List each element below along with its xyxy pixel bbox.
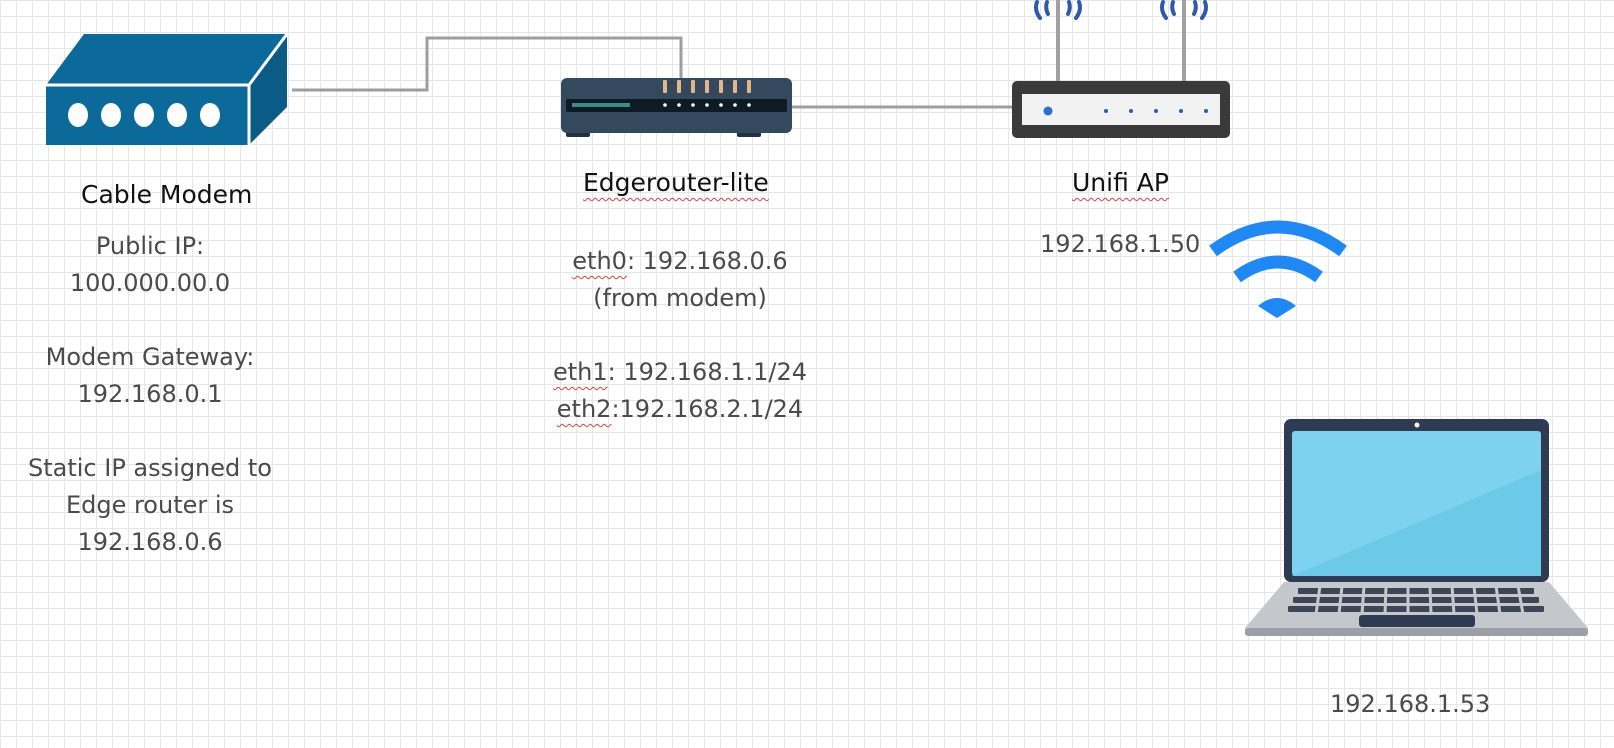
modem-info: Public IP: 100.000.00.0 Modem Gateway: 1… [0, 228, 300, 561]
unifi-ap-title: Unifi AP [1072, 168, 1169, 197]
modem-gateway-value: 192.168.0.1 [77, 380, 223, 408]
eth0-note: (from modem) [593, 284, 767, 312]
eth0-value: : 192.168.0.6 [626, 247, 788, 275]
eth2-value: :192.168.2.1/24 [611, 395, 804, 423]
wifi-icon [1209, 220, 1347, 318]
static-ip-line-1: Static IP assigned to [28, 454, 272, 482]
eth2-name: eth2 [556, 395, 612, 423]
unifi-ap-icon [1012, 0, 1230, 138]
edgerouter-title: Edgerouter-lite [583, 168, 769, 197]
eth1-name: eth1 [552, 358, 608, 386]
modem-gateway-label: Modem Gateway: [45, 343, 255, 371]
eth0-name: eth0 [572, 247, 627, 275]
eth1-line: eth1: 192.168.1.1/24 [500, 354, 860, 391]
laptop-ip: 192.168.1.53 [1330, 690, 1491, 718]
cable-modem-icon [46, 33, 289, 145]
edgerouter-icon [561, 78, 792, 137]
public-ip-label: Public IP: [95, 232, 205, 260]
static-ip-line-2: Edge router is [65, 491, 235, 519]
static-ip-line-3: 192.168.0.6 [77, 528, 223, 556]
router-info: eth0: 192.168.0.6 (from modem) eth1: 192… [500, 243, 860, 428]
unifi-ap-ip: 192.168.1.50 [1040, 230, 1201, 258]
cable-modem-title: Cable Modem [81, 180, 253, 209]
eth0-line: eth0: 192.168.0.6 [500, 243, 860, 280]
public-ip-value: 100.000.00.0 [69, 269, 231, 297]
eth2-line: eth2:192.168.2.1/24 [500, 391, 860, 428]
cable-modem-router [292, 36, 683, 92]
laptop-icon [1245, 419, 1588, 636]
eth1-value: : 192.168.1.1/24 [607, 358, 808, 386]
